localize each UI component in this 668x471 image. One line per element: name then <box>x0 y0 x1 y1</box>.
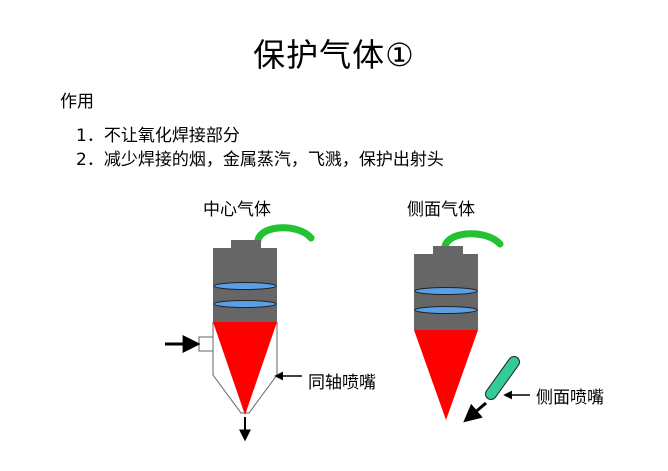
point-1: 1．不让氧化焊接部分 <box>76 126 240 146</box>
left-lens-upper <box>213 282 277 290</box>
right-connector <box>433 246 463 254</box>
points-list: 1．不让氧化焊接部分 2．减少焊接的烟，金属蒸汽，飞溅，保护出射头 <box>76 124 444 172</box>
side-gas-head <box>414 230 530 423</box>
point-2: 2．减少焊接的烟，金属蒸汽，飞溅，保护出射头 <box>76 150 444 170</box>
left-laser-cone <box>213 322 277 415</box>
section-label: 作用 <box>60 92 94 112</box>
side-gas-caption: 侧面气体 <box>407 200 475 220</box>
center-gas-head <box>165 224 315 442</box>
left-lens-lower <box>213 300 277 308</box>
side-nozzle-label: 侧面喷嘴 <box>536 388 604 408</box>
right-lens-lower <box>414 306 478 314</box>
slide-title: 保护气体① <box>253 36 415 74</box>
gas-inlet-port <box>198 336 214 352</box>
right-fiber-cable <box>441 230 504 250</box>
side-nozzle-tube-fill <box>486 357 519 399</box>
left-fiber-cable <box>254 224 315 244</box>
right-lens-upper <box>414 287 478 295</box>
coaxial-nozzle-label: 同轴喷嘴 <box>308 373 376 393</box>
side-gas-arrow <box>463 401 487 423</box>
left-connector <box>231 240 261 248</box>
center-gas-caption: 中心气体 <box>203 200 271 220</box>
right-laser-cone <box>414 330 478 420</box>
